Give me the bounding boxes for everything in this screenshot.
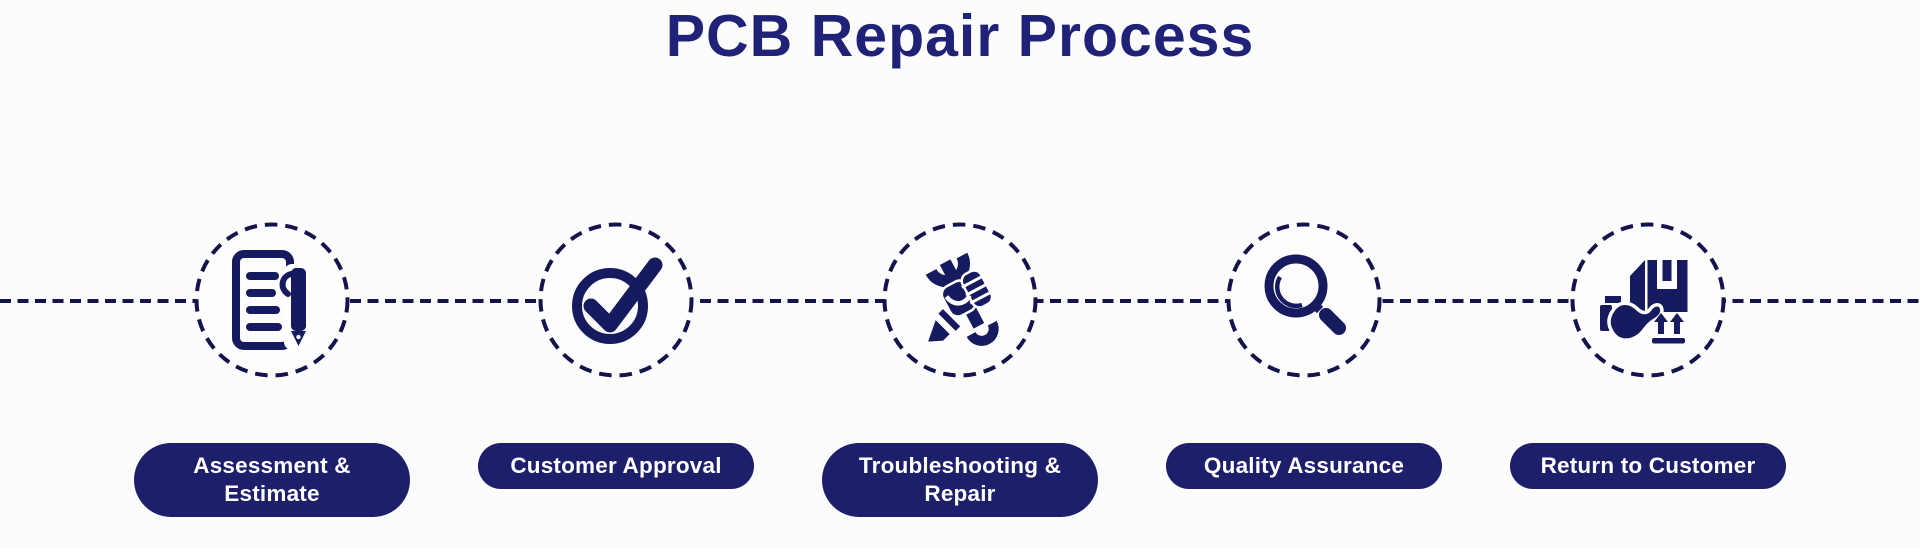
step-label-pill: Customer Approval [478, 443, 754, 489]
step-label-pill: Troubleshooting & Repair [822, 443, 1098, 517]
wrench-in-fist-icon [924, 252, 999, 346]
package-in-hand-icon [1600, 260, 1688, 344]
process-step: Customer Approval [476, 221, 756, 517]
page-title: PCB Repair Process [665, 3, 1255, 69]
process-step: Assessment & Estimate [132, 221, 412, 517]
step-label-pill: Quality Assurance [1166, 443, 1442, 489]
process-step: Quality Assurance [1164, 221, 1444, 517]
process-step: Return to Customer [1508, 221, 1788, 517]
step-icon-circle [1570, 222, 1726, 378]
step-icon-circle [194, 222, 350, 378]
process-steps-row: Assessment & Estimate Customer Approval [0, 221, 1920, 517]
step-label-pill: Return to Customer [1510, 443, 1786, 489]
process-step: Troubleshooting & Repair [820, 221, 1100, 517]
step-label-pill: Assessment & Estimate [134, 443, 410, 517]
checkmark-circle-icon [572, 257, 663, 344]
magnifying-glass-icon [1264, 254, 1346, 335]
step-icon-circle [538, 222, 694, 378]
step-icon-circle [882, 222, 1038, 378]
step-icon-circle [1226, 222, 1382, 378]
document-pen-icon [232, 250, 312, 350]
